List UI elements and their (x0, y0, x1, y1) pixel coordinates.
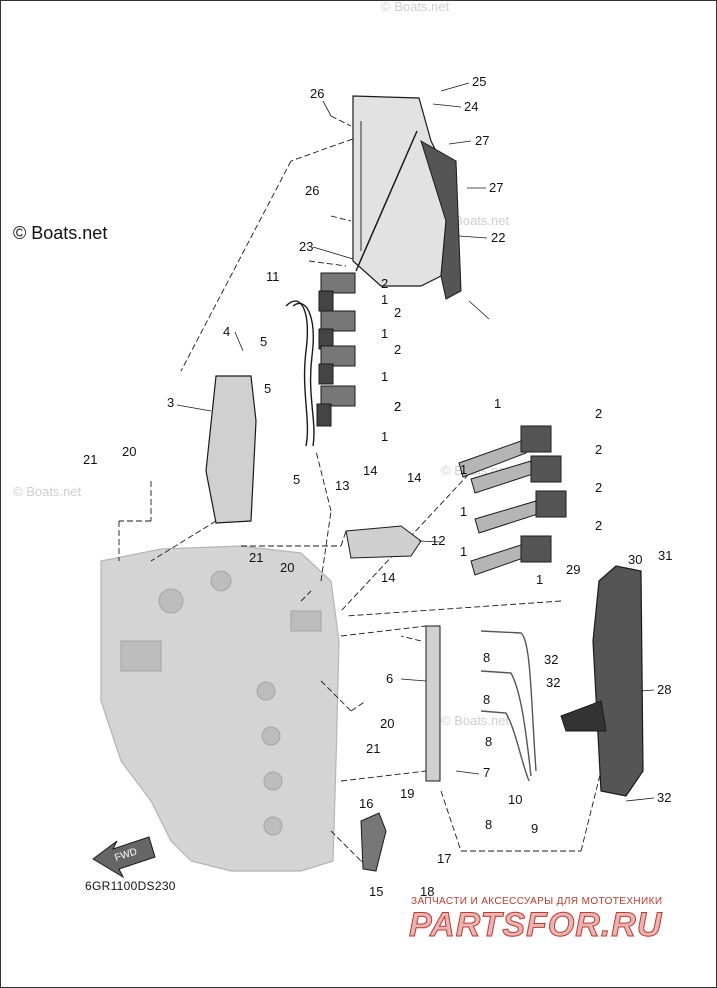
small-bracket (360, 812, 387, 872)
engine-block (100, 545, 340, 872)
callout: 16 (359, 796, 373, 811)
brand-subtitle: ЗАПЧАСТИ И АКСЕССУАРЫ ДЛЯ МОТОТЕХНИКИ (411, 896, 663, 907)
callout: 8 (483, 692, 490, 707)
callout: 2 (394, 342, 401, 357)
callout: 32 (657, 790, 671, 805)
callout: 1 (460, 462, 467, 477)
lower-cover (592, 565, 644, 797)
fwd-arrow-icon: FWD (92, 836, 156, 879)
callout: 26 (310, 86, 324, 101)
copyright-text: © Boats.net (13, 223, 108, 243)
callout: 29 (566, 562, 580, 577)
diagram-code: 6GR1100DS230 (85, 879, 176, 893)
callout: 1 (381, 292, 388, 307)
watermark: © Boats.net (381, 0, 450, 14)
callout: 7 (483, 765, 490, 780)
callout: 20 (380, 716, 394, 731)
callout: 23 (299, 239, 313, 254)
callout: 14 (363, 463, 377, 478)
watermark: © Boats.net (13, 484, 82, 499)
callout: 32 (544, 652, 558, 667)
callout: 27 (475, 133, 489, 148)
callout: 15 (369, 884, 383, 899)
callout: 20 (122, 444, 136, 459)
callout: 25 (472, 74, 486, 89)
callout: 8 (485, 734, 492, 749)
callout: 28 (657, 682, 671, 697)
callout: 5 (260, 334, 267, 349)
callout: 5 (264, 381, 271, 396)
callout: 1 (381, 429, 388, 444)
callout: 2 (381, 276, 388, 291)
callout: 2 (595, 518, 602, 533)
callout: 27 (489, 180, 503, 195)
rail (425, 625, 441, 782)
bracket (205, 375, 257, 524)
callout: 18 (420, 884, 434, 899)
callout: 5 (293, 472, 300, 487)
callout: 8 (483, 650, 490, 665)
cables (480, 630, 537, 782)
callout: 8 (485, 817, 492, 832)
brand-logo: PARTSFOR.RU (408, 906, 663, 945)
callout: 1 (381, 369, 388, 384)
callout: 2 (394, 399, 401, 414)
ignition-coils-upper (316, 272, 356, 427)
callout-labels: 26 25 24 27 27 26 22 23 2 11 2 1 2 1 2 1… (83, 74, 672, 899)
callout: 1 (460, 504, 467, 519)
callout: 6 (386, 671, 393, 686)
callout: 12 (431, 533, 445, 548)
callout: 14 (381, 570, 395, 585)
callout: 10 (508, 792, 522, 807)
callout: 1 (536, 572, 543, 587)
callout: 21 (366, 741, 380, 756)
callout: 24 (464, 99, 478, 114)
callout: 11 (266, 269, 280, 284)
callout: 2 (595, 442, 602, 457)
callout: 21 (83, 452, 97, 467)
callout: 2 (394, 305, 401, 320)
mounting-plate (345, 525, 422, 559)
callout: 4 (223, 324, 230, 339)
callout: 32 (546, 675, 560, 690)
callout: 3 (167, 395, 174, 410)
ignition-coils-lower (458, 425, 567, 576)
callout: 1 (381, 326, 388, 341)
callout: 2 (394, 399, 401, 414)
callout: 9 (531, 821, 538, 836)
callout: 19 (400, 786, 414, 801)
callout: 13 (335, 478, 349, 493)
callout: 1 (460, 544, 467, 559)
callout: 22 (491, 230, 505, 245)
callout: 30 (628, 552, 642, 567)
callout: 17 (437, 851, 451, 866)
upper-cover (352, 95, 462, 300)
callout: 21 (249, 550, 263, 565)
watermark: © Boats.net (441, 713, 510, 728)
callout: 20 (280, 560, 294, 575)
wire-harness (285, 300, 309, 447)
callout: 2 (595, 406, 602, 421)
callout: 2 (595, 480, 602, 495)
callout: 26 (305, 183, 319, 198)
callout: 1 (494, 396, 501, 411)
callout: 14 (407, 470, 421, 485)
callout: 31 (658, 548, 672, 563)
